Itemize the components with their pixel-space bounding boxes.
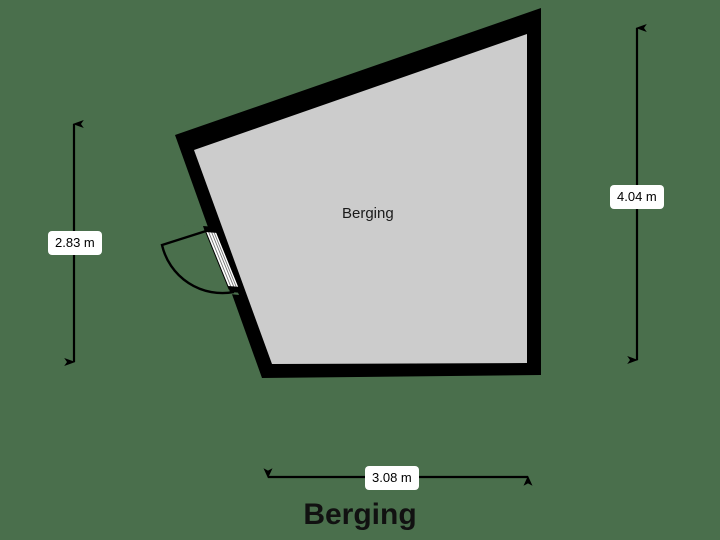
- room-name-label: Berging: [342, 205, 394, 222]
- room-floor: [194, 34, 527, 364]
- door-jamb-top: [203, 226, 218, 233]
- plan-title: Berging: [303, 498, 417, 531]
- dimension-label-right: 4.04 m: [610, 185, 664, 209]
- dimension-label-left: 2.83 m: [48, 231, 102, 255]
- dimension-label-bottom: 3.08 m: [365, 466, 419, 490]
- door-swing-arc: [160, 229, 235, 295]
